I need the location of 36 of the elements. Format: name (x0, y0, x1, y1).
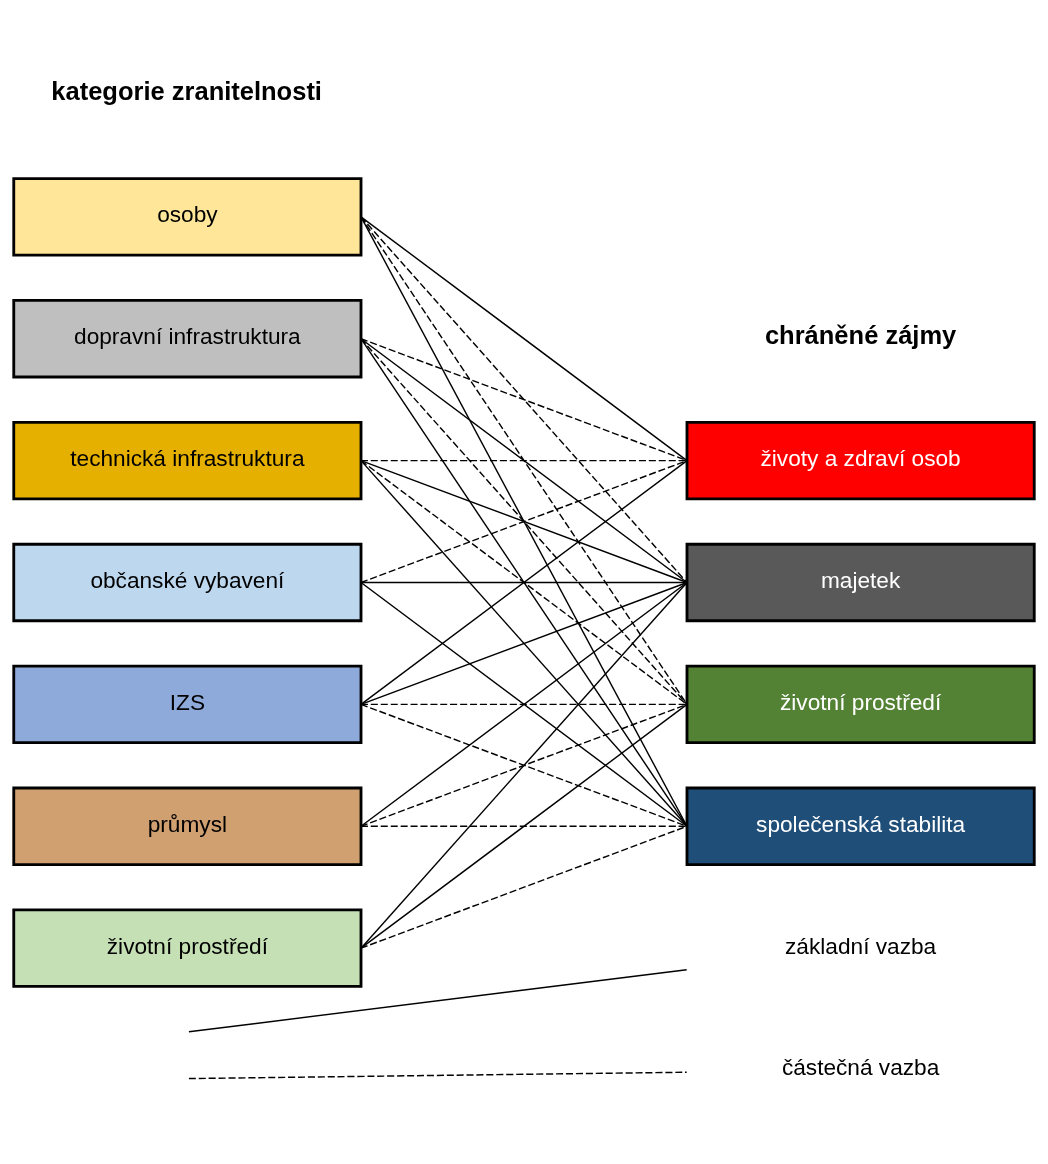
connector (360, 337, 688, 827)
connector (360, 215, 688, 705)
legend-label: částečná vazba (781, 1053, 940, 1080)
legend-label: základní vazba (785, 932, 937, 959)
connector (360, 459, 688, 461)
connector (360, 337, 688, 705)
connector (360, 581, 688, 705)
connector (360, 459, 688, 827)
connector (360, 581, 688, 583)
node-box: technická infrastruktura (12, 420, 363, 500)
node-box: životní prostředí (12, 908, 363, 988)
connector (360, 215, 688, 461)
connector (360, 337, 688, 461)
connector (360, 337, 688, 583)
node-box: občanské vybavení (12, 542, 363, 622)
connector (360, 825, 688, 827)
node-box: životy a zdraví osob (685, 420, 1036, 500)
connector (360, 825, 688, 949)
label: kategorie zranitelnosti (51, 76, 322, 105)
node-box: společenská stabilita (685, 786, 1036, 866)
node-box: životní prostředí (685, 664, 1036, 744)
connector (360, 703, 688, 949)
label: chráněné zájmy (764, 320, 957, 349)
connector (360, 581, 688, 827)
node-box: průmysl (12, 786, 363, 866)
connector (360, 703, 688, 705)
connector (360, 459, 688, 705)
node-box: osoby (12, 176, 363, 256)
node-box: IZS (12, 664, 363, 744)
node-box: majetek (685, 542, 1036, 622)
connector (360, 215, 688, 583)
connector (360, 215, 688, 827)
connector (360, 703, 688, 827)
node-box: dopravní infrastruktura (12, 298, 363, 378)
connector (360, 459, 688, 583)
connector (360, 581, 688, 949)
